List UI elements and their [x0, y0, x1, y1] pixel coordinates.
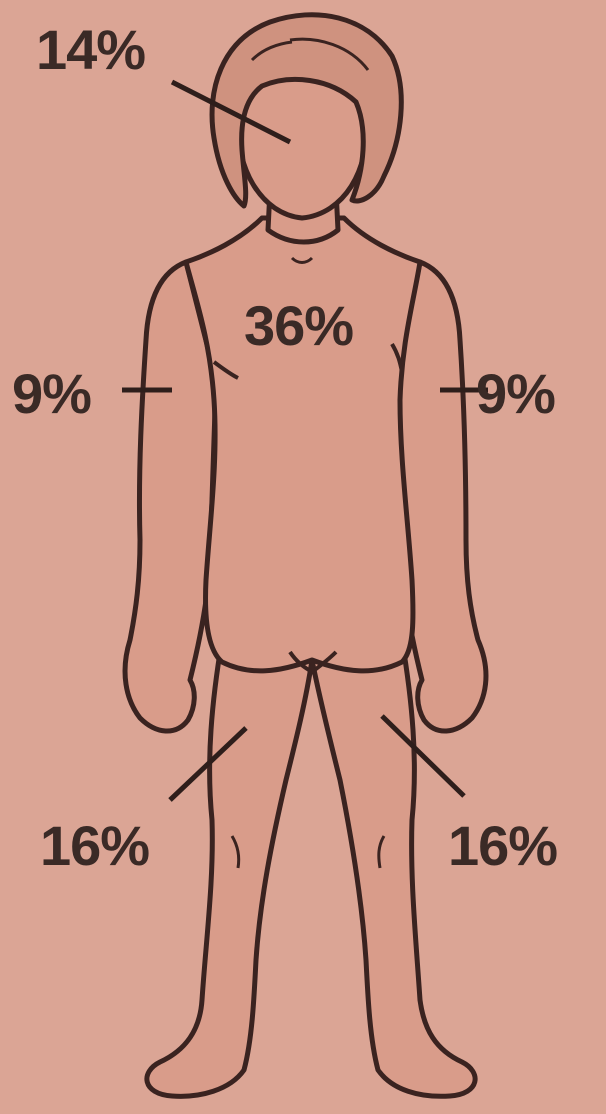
torso [186, 218, 420, 671]
left-arm-percentage-label: 9% [12, 366, 91, 422]
right-arm-percentage-label: 9% [476, 366, 555, 422]
head-percentage-label: 14% [36, 22, 145, 78]
right-arm [396, 262, 486, 731]
trunk-percentage-label: 36% [244, 298, 353, 354]
left-leg-percentage-label: 16% [40, 818, 149, 874]
right-leg-percentage-label: 16% [448, 818, 557, 874]
